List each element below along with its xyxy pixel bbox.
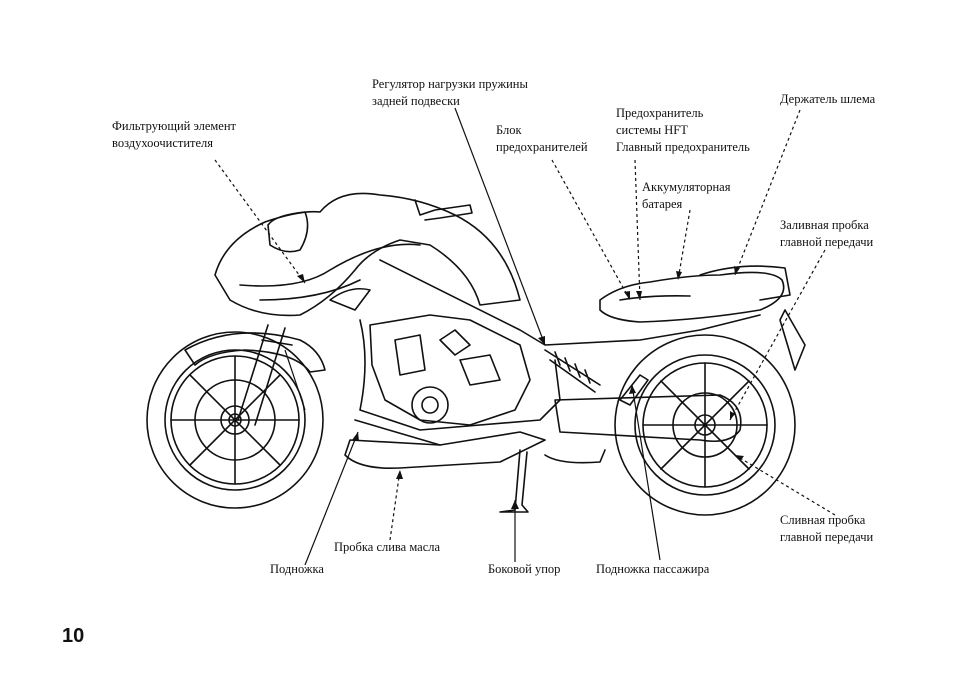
side-stand-shape xyxy=(499,449,529,513)
handlebar xyxy=(414,199,473,221)
front-fender xyxy=(184,332,326,373)
label-side-stand: Боковой упор xyxy=(488,562,561,576)
leader-footpeg-front xyxy=(284,349,306,411)
leader-fuse-box xyxy=(551,159,631,301)
front-fairing xyxy=(214,192,521,317)
leader-hft-fuse xyxy=(634,159,641,301)
rear-shock xyxy=(544,349,601,393)
label-helmet-holder: Держатель шлема xyxy=(780,92,876,106)
lower-cowl xyxy=(344,431,546,470)
front-wheel xyxy=(146,331,324,509)
leader-final-drive-drain xyxy=(734,454,836,516)
seat xyxy=(599,271,785,323)
label-passenger-footpeg: Подножка пассажира xyxy=(596,562,710,576)
label-air-filter: Фильтрующий элемент воздухоочистителя xyxy=(112,119,236,150)
leader-final-drive-filler xyxy=(729,249,826,421)
leader-air-filter xyxy=(214,159,306,284)
leader-passenger-footpeg xyxy=(631,384,661,561)
label-fuse-box: Блок предохранителей xyxy=(496,123,588,154)
leader-spring-adjuster xyxy=(454,107,546,346)
label-final-drive-filler: Заливная пробка главной передачи xyxy=(780,218,874,249)
leader-battery xyxy=(677,209,691,281)
tail-section xyxy=(699,265,791,301)
front-fork xyxy=(237,324,293,426)
engine xyxy=(369,314,531,426)
label-hft-fuse: Предохранитель системы HFT Главный предо… xyxy=(616,106,750,154)
page-number: 10 xyxy=(62,625,85,647)
leader-oil-drain xyxy=(389,469,401,541)
rear-wheel xyxy=(614,334,796,516)
label-battery: Аккумуляторная батарея xyxy=(642,180,731,211)
leader-footpeg xyxy=(304,431,359,566)
frame xyxy=(379,259,761,346)
label-oil-drain: Пробка слива масла xyxy=(334,540,441,554)
label-rear-spring-adjuster: Регулятор нагрузки пружины задней подвес… xyxy=(372,77,528,108)
label-final-drive-drain: Сливная пробка главной передачи xyxy=(780,513,874,544)
label-footpeg: Подножка xyxy=(270,562,324,576)
swingarm xyxy=(554,394,742,443)
